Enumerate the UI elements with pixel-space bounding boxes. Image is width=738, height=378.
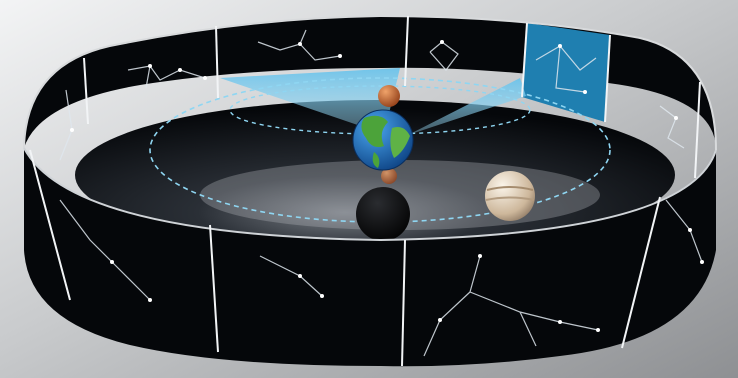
sight-beam-left xyxy=(220,68,400,134)
ring-top-rim xyxy=(23,14,717,151)
constellation-stars xyxy=(70,40,704,332)
sight-beam-right xyxy=(408,78,526,135)
shadow-sphere xyxy=(356,187,410,241)
ring-front-wall xyxy=(24,148,716,367)
jupiter xyxy=(485,171,535,221)
earth xyxy=(352,109,414,171)
mars-reflection xyxy=(381,168,397,184)
ring-front-rim xyxy=(23,147,717,242)
mars xyxy=(378,85,400,107)
highlighted-panel xyxy=(522,23,610,122)
panel-dividers xyxy=(29,15,701,367)
